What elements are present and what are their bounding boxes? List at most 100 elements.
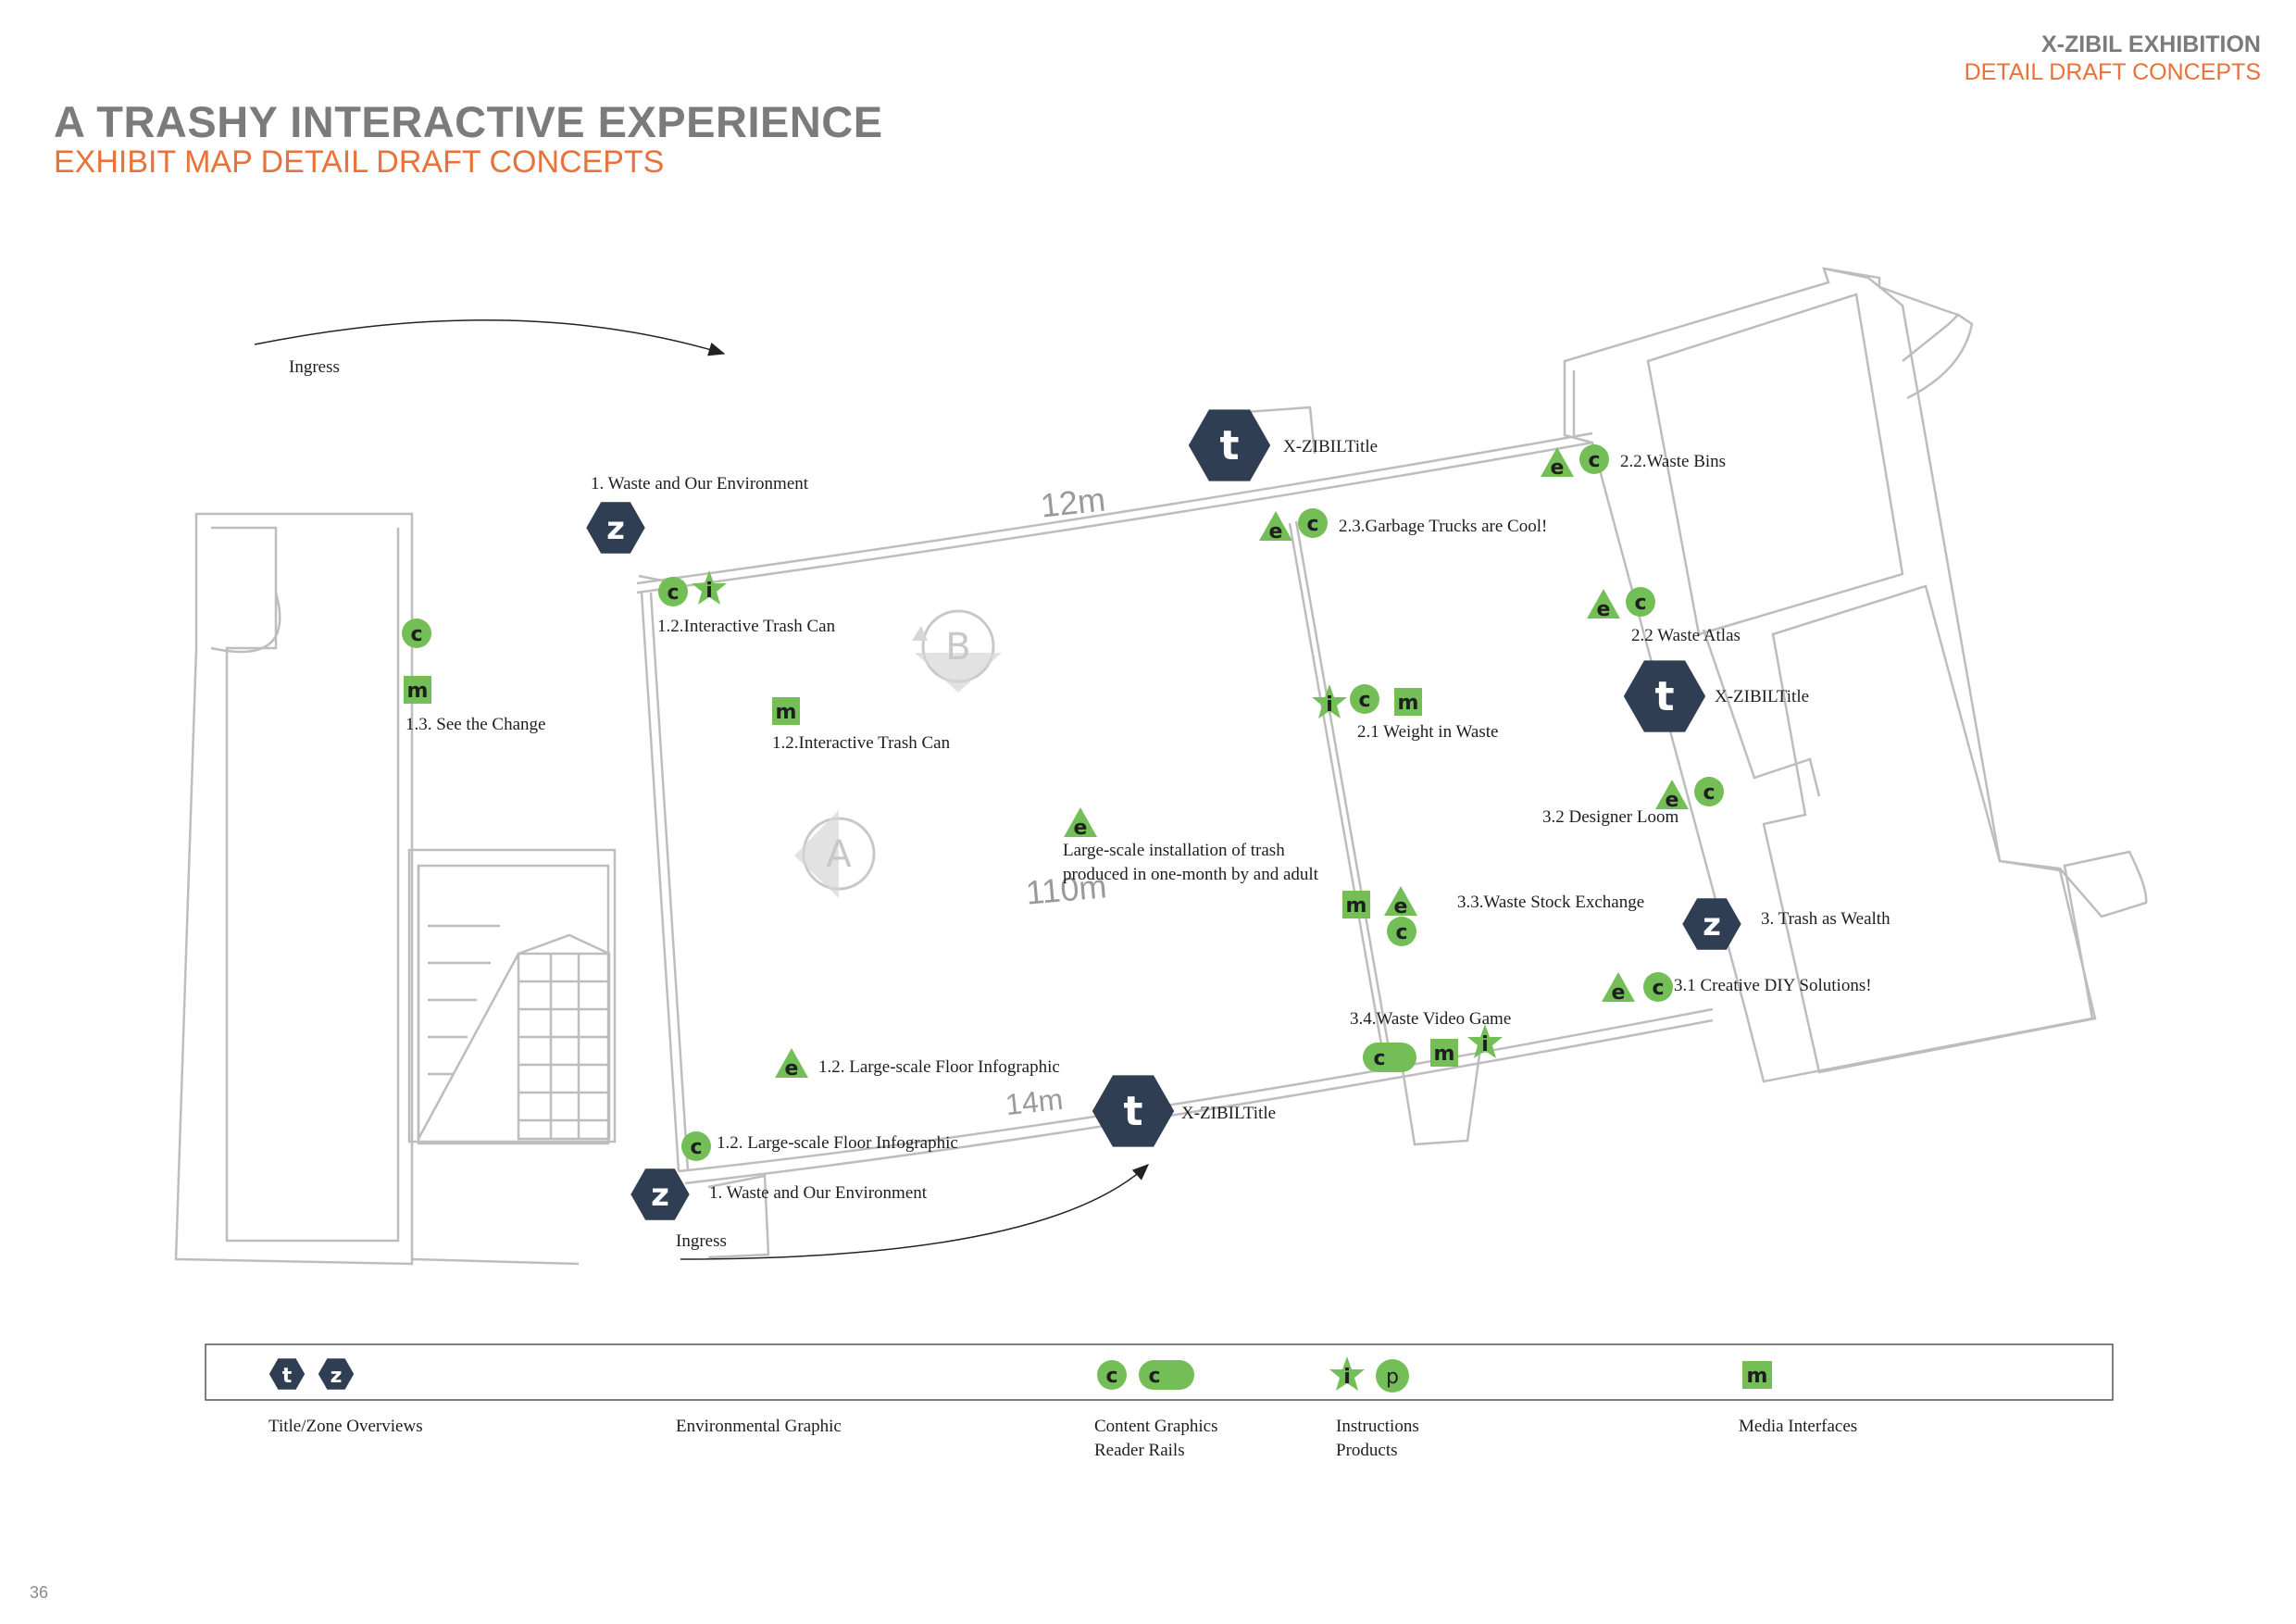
label-trash-can-2: 1.2.Interactive Trash Can [772,733,951,753]
svg-text:m: m [1434,1043,1455,1066]
legend-reader-rail: c [1139,1360,1194,1390]
label-weight-waste: 2.1 Weight in Waste [1357,722,1499,742]
svg-text:e: e [1612,981,1626,1005]
svg-text:e: e [1074,817,1088,840]
zone-b-label: B [945,626,970,668]
svg-text:m: m [1398,692,1419,715]
legend-title-hex: t [268,1358,306,1390]
exhibition-title: X-ZIBIL EXHIBITION [2040,31,2261,57]
env-triangle-installation: e [1064,807,1097,840]
legend-label-instructions: Instructions [1336,1417,1419,1436]
legend-content-circle: c [1097,1360,1127,1390]
svg-text:c: c [1306,513,1318,536]
label-waste-bins: 2.2.Waste Bins [1620,452,1727,471]
content-circle-waste-atlas: c [1626,587,1655,617]
ingress-label-top: Ingress [289,357,340,377]
env-triangle-waste-bins: e [1541,447,1574,480]
reader-rail-video-game[interactable]: c [1363,1043,1416,1072]
svg-text:e: e [1551,456,1565,480]
svg-text:z: z [606,510,625,547]
svg-text:m: m [776,701,797,724]
legend-box [205,1343,2114,1401]
svg-text:m: m [1747,1365,1768,1388]
env-triangle-garbage-trucks: e [1259,511,1292,543]
content-circle-trash-can: c [658,577,688,606]
media-square-see-change: m [404,676,431,704]
svg-text:i: i [705,580,713,603]
label-floor-infographic-content: 1.2. Large-scale Floor Infographic [717,1133,958,1153]
label-video-game: 3.4.Waste Video Game [1350,1009,1512,1029]
label-xzibil-title-right: X-ZIBILTitle [1715,687,1810,706]
svg-text:c: c [1703,781,1715,805]
media-square-trash-can: m [772,697,800,725]
svg-text:c: c [667,581,679,605]
page-title: A TRASHY INTERACTIVE EXPERIENCE [54,97,883,146]
content-circle-see-change: c [402,618,431,648]
label-trash-can-1: 1.2.Interactive Trash Can [657,617,836,636]
svg-text:e: e [1666,789,1679,812]
title-hex-bottom[interactable]: t [1092,1075,1175,1147]
zone-hex-right[interactable]: z [1682,898,1741,950]
svg-text:e: e [785,1057,799,1081]
svg-text:t: t [1123,1088,1142,1135]
svg-text:e: e [1597,598,1611,621]
zone-hex-bottom[interactable]: z [630,1168,690,1220]
legend-instruction-star: i [1329,1356,1365,1391]
ingress-arrow-top [254,319,726,356]
label-see-change: 1.3. See the Change [406,715,546,734]
svg-text:t: t [1654,673,1674,720]
legend-media-square: m [1742,1361,1772,1389]
env-triangle-waste-atlas: e [1587,589,1620,621]
svg-text:e: e [1269,520,1283,543]
floor-plan-walls [174,267,2148,1266]
label-diy: 3.1 Creative DIY Solutions! [1674,976,1872,995]
zone-hex-top[interactable]: z [586,502,645,554]
instruction-star-weight: i [1312,684,1347,718]
zone-a-label: A [826,833,852,876]
content-circle-stock-exchange: c [1387,917,1416,946]
label-garbage-trucks: 2.3.Garbage Trucks are Cool! [1339,517,1548,536]
content-circle-waste-bins: c [1579,444,1609,474]
dimension-12m: 12m [1038,480,1107,525]
svg-text:z: z [651,1177,669,1214]
media-square-weight: m [1394,688,1422,716]
svg-text:c: c [1634,592,1646,615]
label-waste-environment-top: 1. Waste and Our Environment [591,474,809,493]
exhibition-subtitle: DETAIL DRAFT CONCEPTS [1964,59,2261,85]
title-hex-top[interactable]: t [1188,409,1271,481]
media-square-video-game: m [1430,1039,1458,1067]
svg-text:c: c [1588,449,1600,472]
svg-text:z: z [1703,906,1721,943]
label-floor-infographic-env: 1.2. Large-scale Floor Infographic [818,1057,1060,1077]
instruction-star-trash-can: i [692,570,727,605]
svg-text:c: c [1395,921,1407,944]
env-triangle-stock-exchange: e [1384,886,1417,918]
zone-b-marker [912,609,1002,693]
svg-text:p: p [1386,1366,1399,1389]
page-subtitle: EXHIBIT MAP DETAIL DRAFT CONCEPTS [54,144,665,180]
env-triangle-designer-loom: e [1655,780,1689,812]
label-installation-line2: produced in one-month by and adult [1063,865,1318,884]
env-triangle-diy: e [1602,972,1635,1005]
svg-text:t: t [282,1365,293,1388]
legend-label-media: Media Interfaces [1739,1417,1858,1436]
content-circle-weight: c [1350,684,1379,714]
label-xzibil-title-top: X-ZIBILTitle [1283,437,1379,456]
content-circle-designer-loom: c [1694,777,1724,806]
label-trash-wealth: 3. Trash as Wealth [1761,909,1890,929]
svg-text:t: t [1219,422,1239,469]
svg-text:c: c [1148,1365,1160,1388]
svg-text:e: e [1394,895,1408,918]
legend-label-products: Products [1336,1441,1398,1460]
svg-text:m: m [407,680,429,703]
legend-label-environmental: Environmental Graphic [676,1417,842,1436]
svg-text:z: z [331,1365,343,1388]
ingress-label-bottom: Ingress [676,1231,727,1251]
title-hex-right[interactable]: t [1623,660,1706,732]
svg-text:m: m [1346,894,1367,918]
label-installation-line1: Large-scale installation of trash [1063,841,1285,860]
svg-text:c: c [1652,977,1664,1000]
svg-text:i: i [1326,693,1333,717]
svg-text:c: c [690,1136,702,1159]
legend-label-content: Content Graphics [1094,1417,1218,1436]
